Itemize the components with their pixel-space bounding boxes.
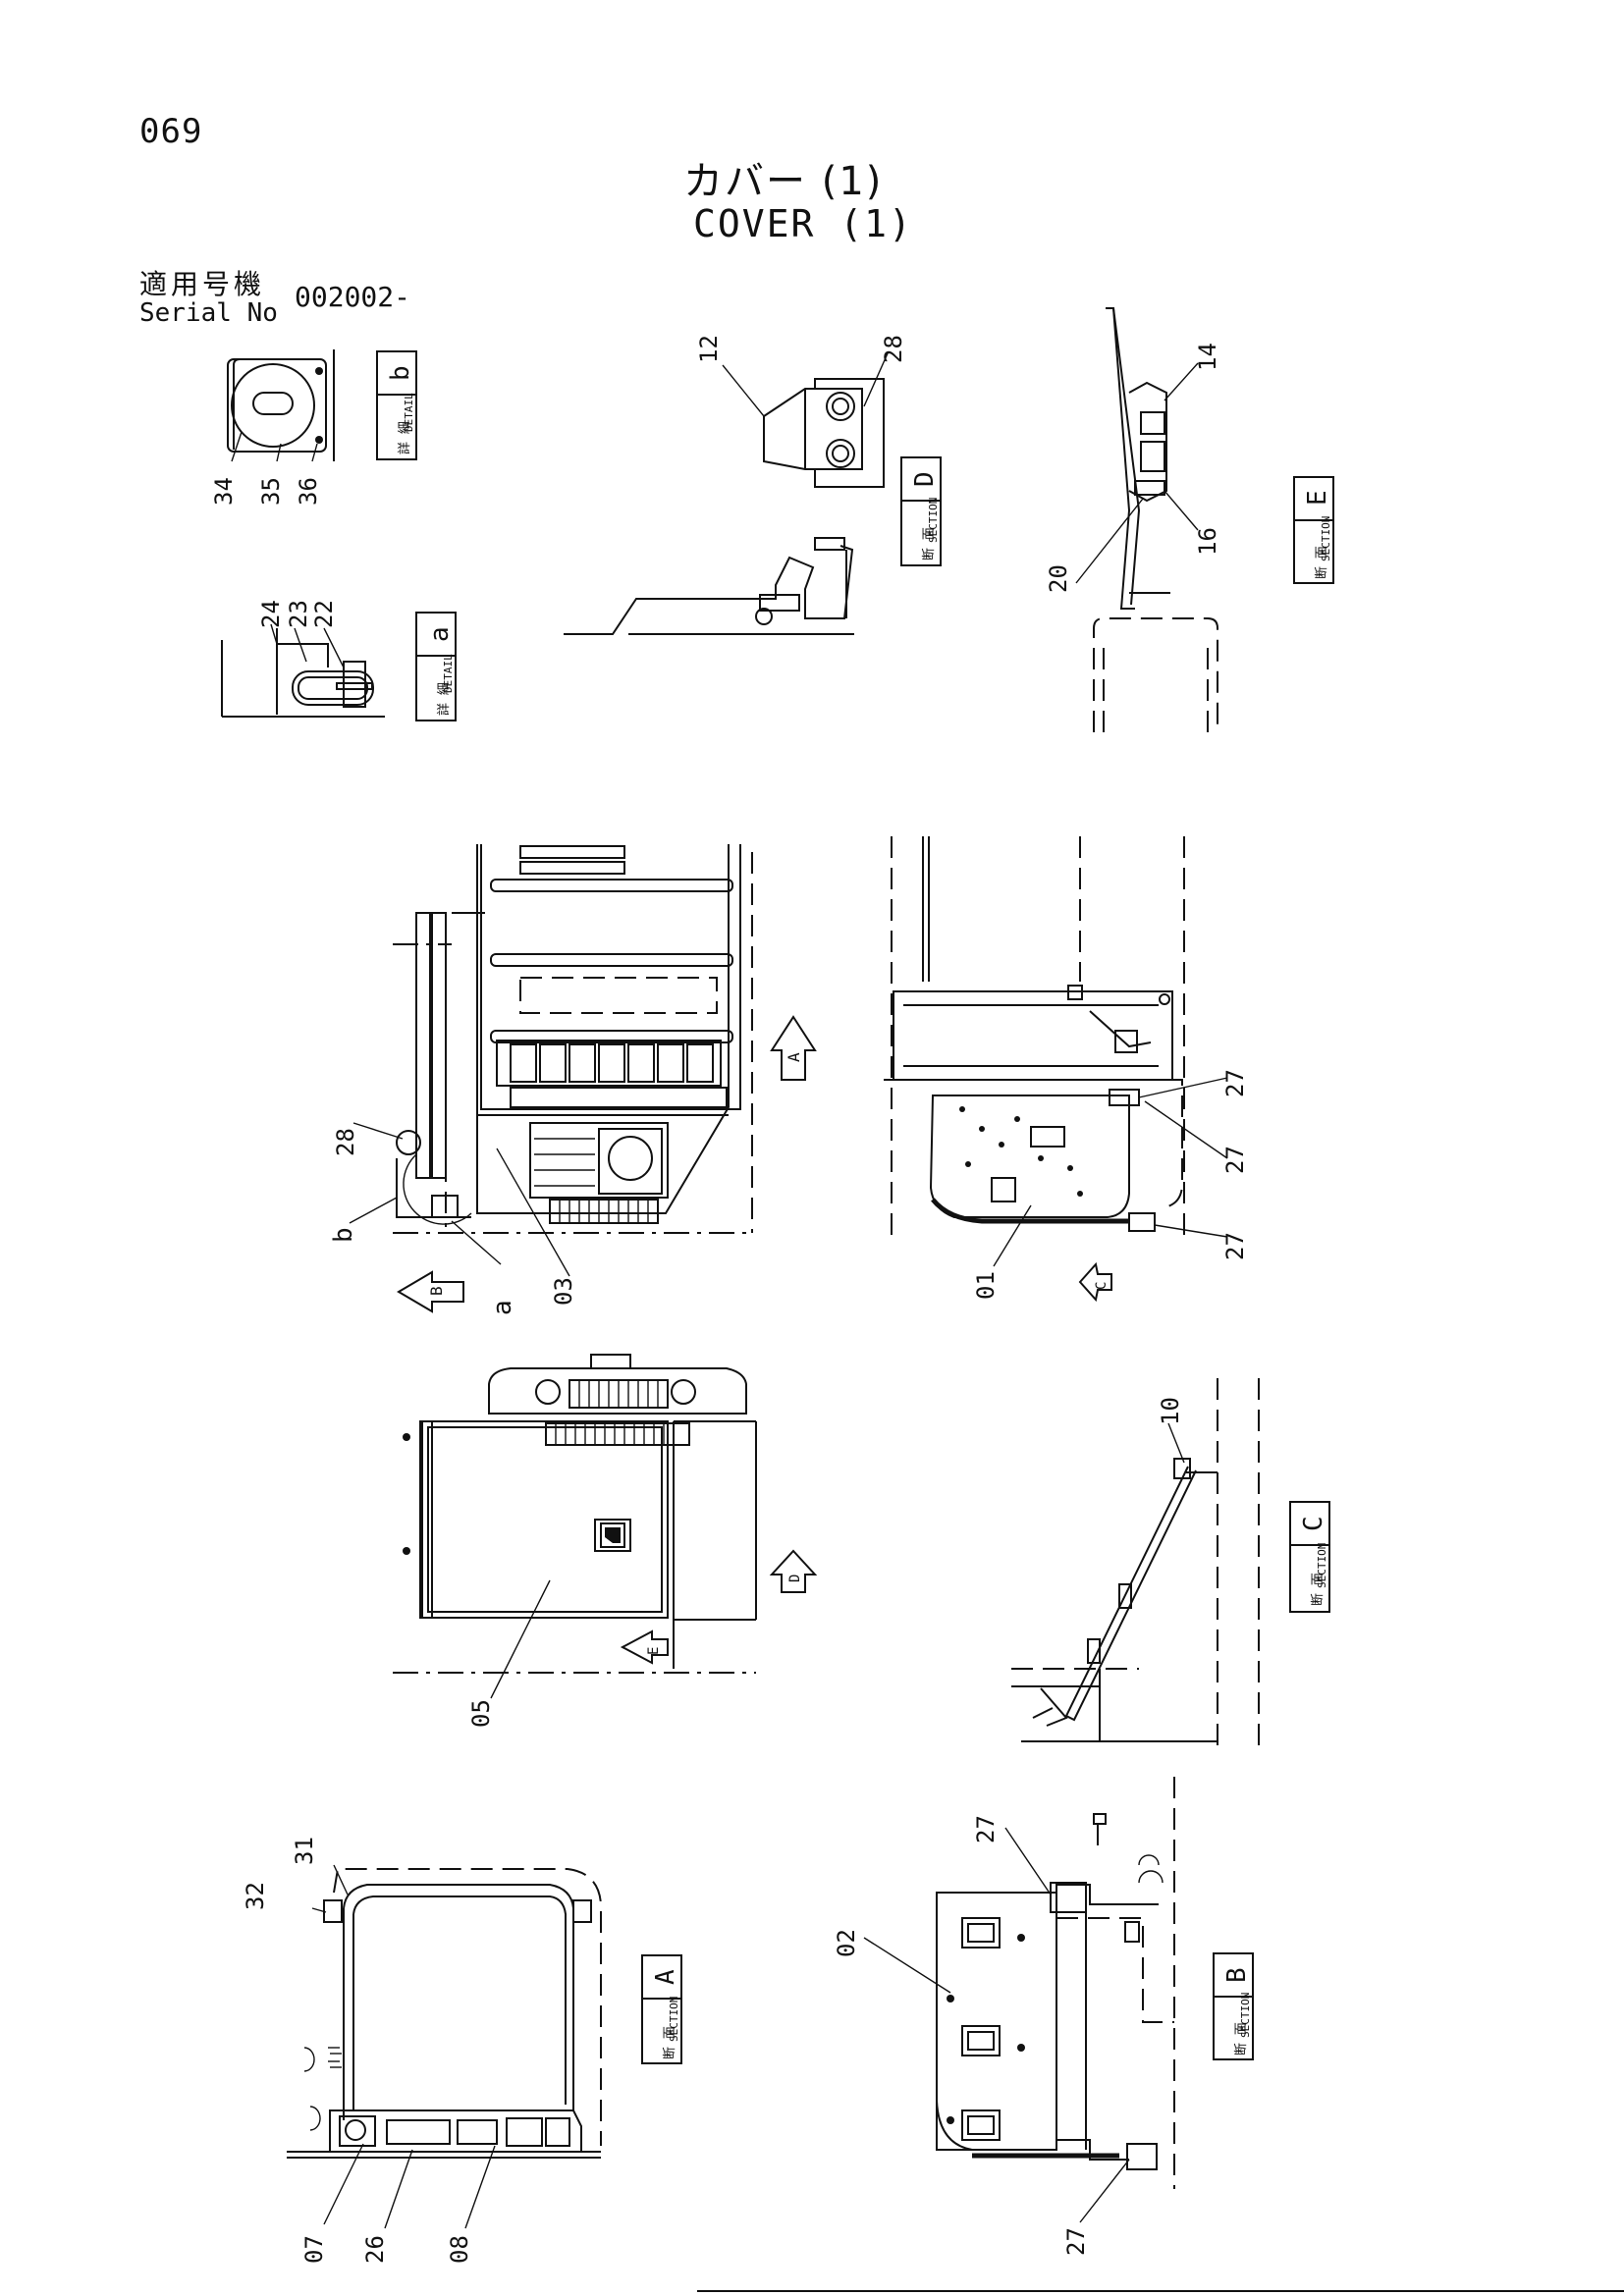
svg-text:C: C — [1094, 1282, 1110, 1290]
page-number: 069 — [139, 112, 203, 151]
ref-27-d: 27 — [972, 1815, 1000, 1843]
cover-01-view: 27 27 27 01 C — [884, 836, 1249, 1303]
view-arrow-c: C — [1078, 1261, 1112, 1303]
louver-strip — [549, 1199, 659, 1224]
svg-text:E: E — [646, 1647, 662, 1655]
section-c-label: 断 面 SECTION C — [1289, 1501, 1330, 1613]
svg-text:断 面: 断 面 — [663, 2026, 677, 2059]
ref-03: 03 — [550, 1277, 577, 1306]
fan-blocks — [510, 1043, 714, 1083]
view-arrow-e: E — [620, 1629, 669, 1665]
svg-text:b: b — [386, 365, 415, 381]
ref-05: 05 — [467, 1699, 495, 1728]
svg-text:断 面: 断 面 — [1315, 546, 1329, 579]
svg-text:E: E — [1303, 490, 1332, 506]
section-e-view: 14 16 20 — [1045, 307, 1221, 732]
ref-b: b — [329, 1227, 358, 1243]
ref-27-b: 27 — [1221, 1146, 1249, 1174]
svg-text:断 面: 断 面 — [1311, 1573, 1326, 1606]
svg-text:B: B — [1222, 1967, 1252, 1983]
svg-text:a: a — [425, 626, 455, 642]
section-b-view: 27 02 27 — [833, 1777, 1175, 2256]
svg-text:DETAIL: DETAIL — [403, 393, 415, 432]
svg-text:D: D — [910, 471, 940, 487]
view-arrow-d: D — [769, 1549, 818, 1593]
serial-number-value: 002002- — [295, 281, 411, 313]
serial-label-english: Serial No — [139, 298, 278, 328]
section-d-view: 12 28 — [564, 335, 907, 635]
svg-text:SECTION: SECTION — [1320, 516, 1332, 561]
ref-14: 14 — [1194, 343, 1221, 371]
ref-12: 12 — [695, 335, 723, 363]
svg-text:SECTION: SECTION — [927, 498, 940, 543]
svg-text:B: B — [427, 1286, 446, 1296]
ref-23: 23 — [285, 600, 312, 628]
ref-27-c: 27 — [1221, 1232, 1249, 1260]
ref-16: 16 — [1194, 527, 1221, 556]
ref-20: 20 — [1045, 564, 1072, 593]
svg-text:断 面: 断 面 — [1234, 2022, 1249, 2056]
svg-text:SECTION: SECTION — [668, 1997, 680, 2042]
section-b-label: 断 面 SECTION B — [1213, 1952, 1254, 2060]
svg-text:D: D — [787, 1575, 803, 1582]
detail-a-label: 詳 細 DETAIL a — [415, 612, 457, 721]
page-title-english: COVER (1) — [693, 202, 913, 245]
ref-26: 26 — [361, 2235, 389, 2264]
svg-text:A: A — [785, 1052, 803, 1062]
svg-text:DETAIL: DETAIL — [442, 654, 455, 693]
ref-24: 24 — [257, 600, 285, 628]
ref-35: 35 — [257, 477, 285, 506]
ref-34: 34 — [210, 477, 238, 506]
svg-text:断 面: 断 面 — [922, 527, 937, 561]
ref-22: 22 — [310, 600, 338, 628]
serial-label-japanese: 適用号機 — [139, 268, 266, 300]
ref-10: 10 — [1157, 1397, 1184, 1425]
main-side-view: 28 b a 03 B A — [329, 844, 817, 1315]
radiator-slots — [519, 845, 625, 875]
ref-01: 01 — [972, 1271, 1000, 1300]
ref-27-e: 27 — [1062, 2227, 1090, 2256]
section-e-label: 断 面 SECTION E — [1293, 476, 1334, 584]
detail-a-view: 24 23 22 — [221, 600, 385, 718]
ref-08: 08 — [446, 2235, 473, 2264]
ref-31: 31 — [291, 1837, 318, 1865]
ref-07: 07 — [300, 2235, 328, 2264]
section-c-view: 10 — [1011, 1378, 1260, 1747]
svg-text:SECTION: SECTION — [1239, 1993, 1252, 2038]
svg-text:SECTION: SECTION — [1316, 1543, 1328, 1588]
ref-28-section-d: 28 — [880, 335, 907, 363]
ref-28: 28 — [332, 1128, 359, 1156]
page-title-japanese: カバー (1) — [683, 159, 884, 204]
view-arrow-b: B — [397, 1270, 464, 1313]
ref-36: 36 — [295, 477, 322, 506]
detail-b-label: 詳 細 DETAIL b — [376, 350, 417, 460]
ref-32: 32 — [242, 1882, 269, 1910]
section-a-view: 32 31 07 26 08 — [242, 1837, 602, 2264]
ref-a: a — [488, 1300, 517, 1315]
view-arrow-a: A — [770, 1015, 817, 1081]
svg-text:C: C — [1299, 1516, 1328, 1531]
ref-02: 02 — [833, 1929, 860, 1957]
cover-05-view: 05 E D — [393, 1354, 818, 1728]
svg-text:詳 細: 詳 細 — [397, 421, 412, 454]
section-a-label: 断 面 SECTION A — [641, 1954, 682, 2064]
section-d-label: 断 面 SECTION D — [900, 456, 942, 566]
svg-text:詳 細: 詳 細 — [436, 682, 452, 716]
detail-b-view: 34 35 36 — [210, 349, 335, 506]
ref-27-a: 27 — [1221, 1069, 1249, 1097]
svg-text:A: A — [651, 1969, 680, 1985]
